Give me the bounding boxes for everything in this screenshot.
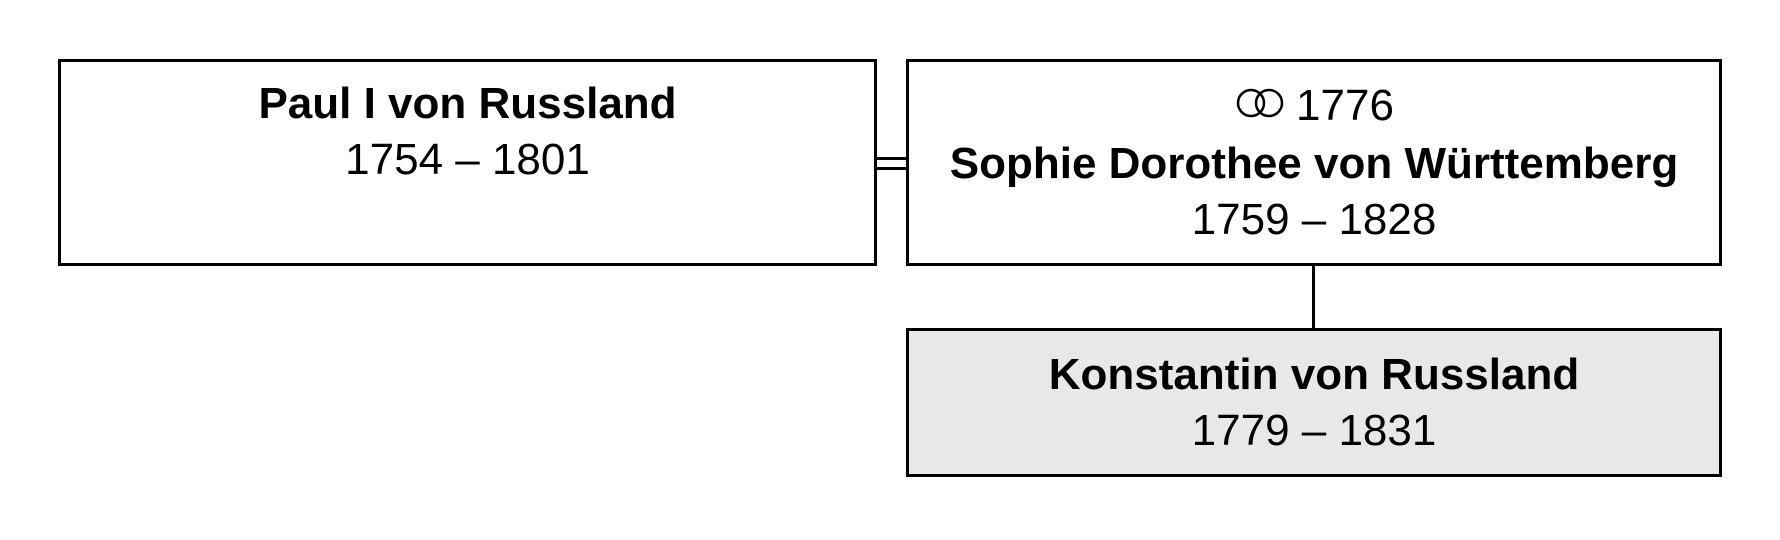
person-box-mother[interactable]: 1776 Sophie Dorothee von Württemberg 175…	[906, 59, 1722, 266]
marriage-connector-line-top	[877, 157, 908, 160]
parent-child-connector	[1312, 266, 1315, 328]
person-name: Konstantin von Russland	[1048, 350, 1580, 399]
person-name: Sophie Dorothee von Württemberg	[949, 139, 1679, 189]
person-dates: 1759 – 1828	[1191, 195, 1437, 245]
person-box-father[interactable]: Paul I von Russland 1754 – 1801	[58, 59, 877, 266]
marriage-year: 1776	[1296, 81, 1394, 130]
wedding-rings-icon	[1234, 77, 1288, 133]
person-name: Paul I von Russland	[258, 79, 677, 128]
person-dates: 1754 – 1801	[345, 135, 590, 184]
person-box-child[interactable]: Konstantin von Russland 1779 – 1831	[906, 328, 1722, 477]
marriage-info: 1776	[909, 78, 1719, 136]
marriage-connector-line-bottom	[877, 167, 908, 170]
person-dates: 1779 – 1831	[1191, 406, 1437, 455]
